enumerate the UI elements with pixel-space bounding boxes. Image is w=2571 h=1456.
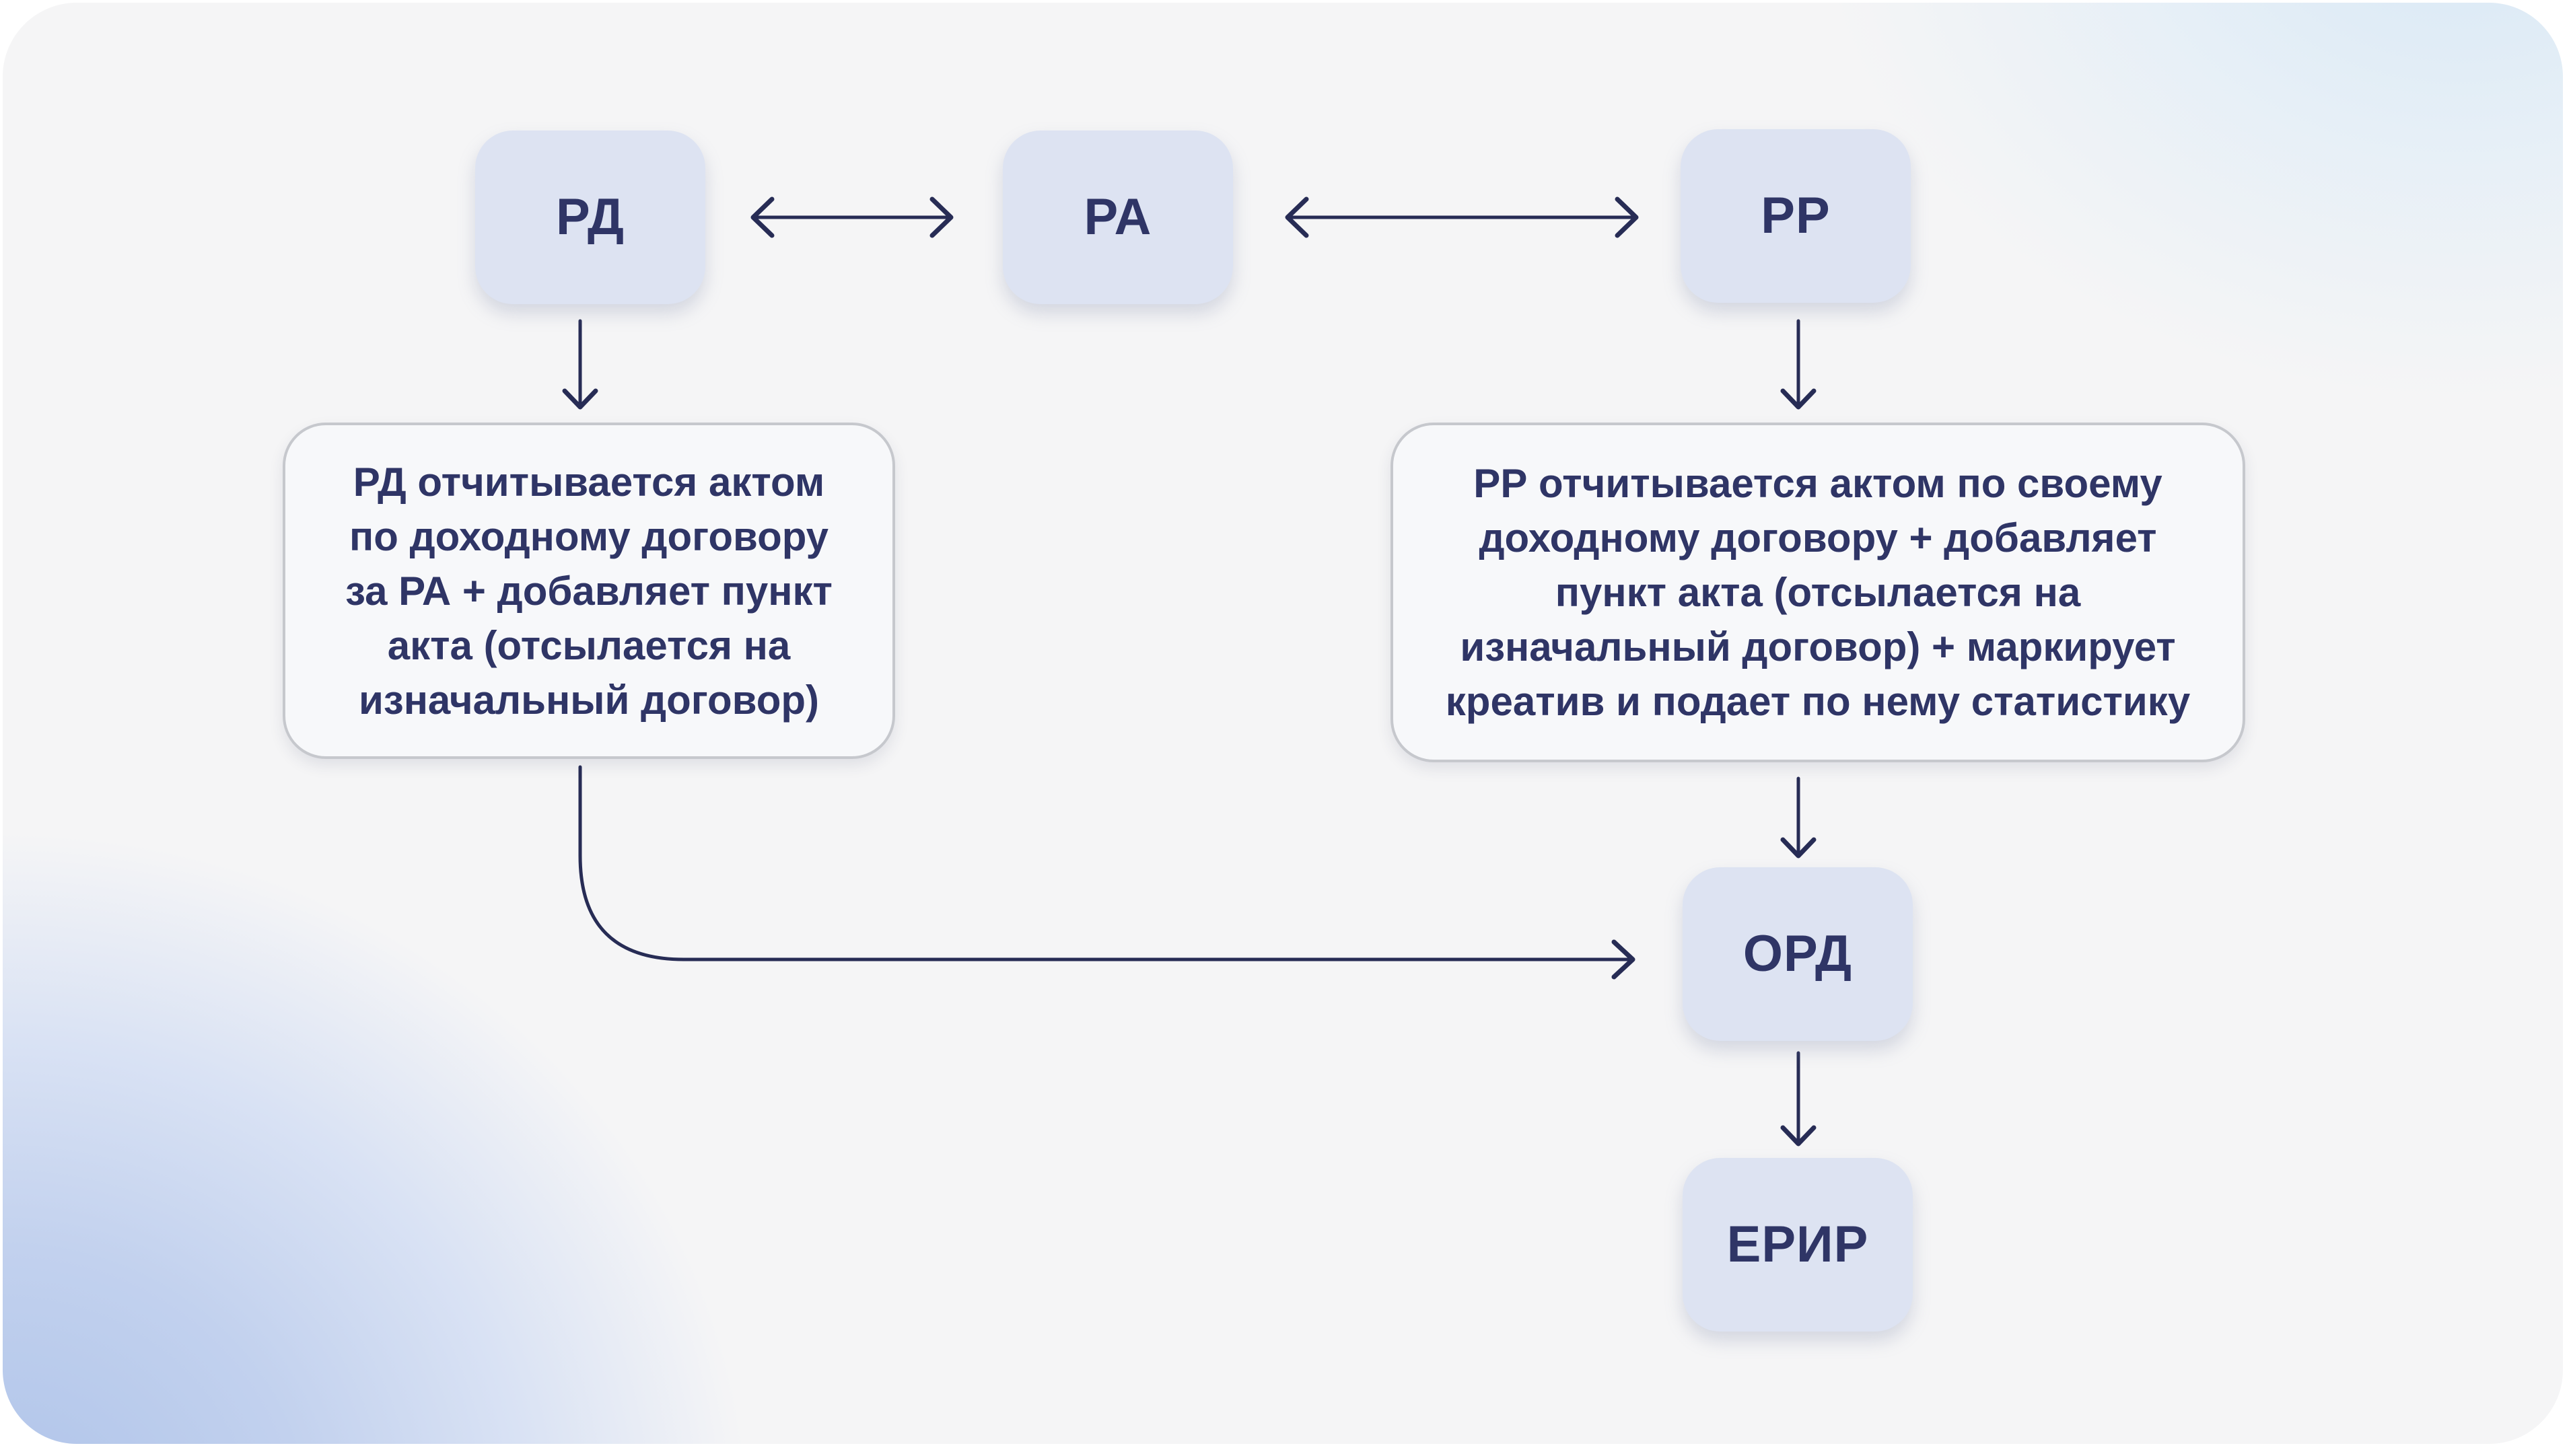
edge-note-to-ord-arrow [1780, 776, 1817, 859]
note-rd-line: изначальный договор) [358, 677, 820, 723]
node-rd: РД [475, 131, 705, 304]
node-rr-label: РР [1761, 187, 1831, 244]
edge-rr-to-note-arrow [1780, 319, 1817, 410]
edge-ra-rr-bidirectional-arrow [1285, 196, 1639, 238]
edge-rd-to-note-arrow [562, 319, 598, 410]
note-rd-line: РД отчитывается актом [353, 459, 825, 505]
edge-rd-ra-bidirectional-arrow [750, 196, 954, 238]
note-rr-line: РР отчитывается актом по своему [1473, 461, 2162, 506]
node-ra-label: РА [1084, 188, 1152, 246]
node-rd-label: РД [555, 188, 625, 246]
note-rr-line: изначальный договор) + маркирует [1460, 624, 2176, 669]
node-ord-label: ОРД [1742, 925, 1853, 982]
note-rr-line: доходному договору + добавляет [1479, 515, 2157, 560]
note-rd-line: по доходному договору [349, 513, 829, 559]
note-rd-line: за РА + добавляет пункт [345, 568, 833, 614]
note-rr-line: креатив и подает по нему статистику [1445, 679, 2191, 724]
edge-rd-note-to-ord-elbow-arrow [578, 765, 1635, 980]
note-rd-line: акта (отсылается на [387, 622, 791, 668]
node-ord: ОРД [1683, 867, 1913, 1041]
edge-ord-to-erir-arrow [1780, 1051, 1817, 1146]
node-erir-label: ЕРИР [1726, 1216, 1869, 1273]
node-rr: РР [1681, 129, 1911, 303]
note-rr-line: пункт акта (отсылается на [1555, 570, 2081, 615]
node-ra: РА [1003, 131, 1233, 304]
note-rd: РД отчитывается актом по доходному догов… [283, 423, 895, 759]
node-erir: ЕРИР [1683, 1158, 1913, 1332]
note-rr: РР отчитывается актом по своему доходном… [1390, 423, 2245, 762]
